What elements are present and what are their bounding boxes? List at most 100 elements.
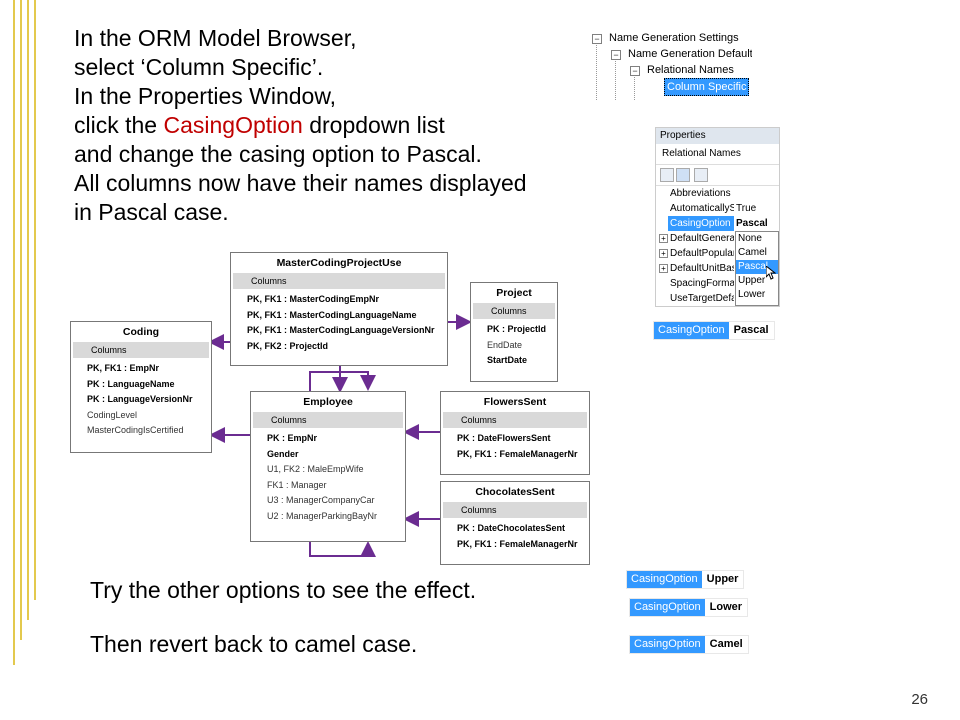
categorized-icon[interactable] xyxy=(660,168,674,182)
decor-line xyxy=(20,0,22,640)
property-pages-icon[interactable] xyxy=(694,168,708,182)
decor-line xyxy=(34,0,36,600)
entity-column: PK : LanguageVersionNr xyxy=(87,394,193,404)
property-value: True xyxy=(736,203,757,214)
alphabetical-icon[interactable] xyxy=(676,168,690,182)
page-number: 26 xyxy=(911,691,928,708)
instruction-fragment: click the xyxy=(74,112,164,138)
entity-title: Employee xyxy=(303,396,353,408)
columns-header: Columns xyxy=(443,412,587,428)
expand-icon[interactable]: + xyxy=(659,264,668,273)
property-value[interactable]: Pascal xyxy=(736,218,768,229)
casing-chip-camel: CasingOption Camel xyxy=(629,635,749,654)
instruction-line: and change the casing option to Pascal. xyxy=(74,141,482,167)
property-row[interactable]: UseTargetDefau xyxy=(656,291,779,306)
entity-coding: Coding Columns PK, FK1 : EmpNr PK : Lang… xyxy=(70,321,212,453)
chip-key: CasingOption xyxy=(630,636,705,653)
property-name: UseTargetDefau xyxy=(670,293,734,304)
entity-column: PK : DateFlowersSent xyxy=(457,433,551,443)
collapse-icon[interactable]: − xyxy=(630,66,640,76)
dropdown-option[interactable]: Lower xyxy=(738,289,766,300)
entity-title: FlowersSent xyxy=(483,396,547,408)
property-name: DefaultUnitBase xyxy=(670,263,734,274)
property-name: Abbreviations xyxy=(670,188,731,199)
entity-flowerssent: FlowersSent Columns PK : DateFlowersSent… xyxy=(440,391,590,475)
chip-key: CasingOption xyxy=(654,322,729,339)
property-name: DefaultPopular xyxy=(670,248,734,259)
entity-column: PK, FK1 : MasterCodingLanguageVersionNr xyxy=(247,325,435,335)
instruction-line: in Pascal case. xyxy=(74,199,229,225)
columns-header: Columns xyxy=(473,303,555,319)
entity-mastercodingprojectuse: MasterCodingProjectUse Columns PK, FK1 :… xyxy=(230,252,448,366)
tree-node-column-specific[interactable]: Column Specific xyxy=(664,78,750,96)
entity-column: Gender xyxy=(267,448,299,459)
instruction-line: select ‘Column Specific’. xyxy=(74,54,324,80)
chip-value: Lower xyxy=(709,601,743,613)
chip-key: CasingOption xyxy=(630,599,705,616)
entity-title: Project xyxy=(496,287,532,299)
entity-project: Project Columns PK : ProjectId EndDate S… xyxy=(470,282,558,382)
property-row[interactable]: +DefaultGeneral xyxy=(656,231,779,246)
expand-icon[interactable]: + xyxy=(659,234,668,243)
entity-column: FK1 : Manager xyxy=(267,479,327,490)
property-name: CasingOption xyxy=(668,216,734,231)
instruction-fragment: dropdown list xyxy=(302,112,445,138)
property-name: AutomaticallyS xyxy=(670,203,734,214)
instruction-line: In the ORM Model Browser, xyxy=(74,25,357,51)
dropdown-option[interactable]: Upper xyxy=(738,275,766,286)
properties-window: Properties Relational Names Abbreviation… xyxy=(655,127,780,307)
entity-column: CodingLevel xyxy=(87,409,138,420)
tree-node-relational-names[interactable]: Relational Names xyxy=(647,64,734,76)
columns-header: Columns xyxy=(253,412,403,428)
entity-chocolatessent: ChocolatesSent Columns PK : DateChocolat… xyxy=(440,481,590,565)
property-name: DefaultGeneral xyxy=(670,233,734,244)
chip-value: Camel xyxy=(709,638,743,650)
casing-chip-pascal: CasingOption Pascal xyxy=(653,321,775,340)
expand-icon[interactable]: + xyxy=(659,249,668,258)
chip-value: Pascal xyxy=(733,324,769,336)
property-row[interactable]: +DefaultPopular xyxy=(656,246,779,261)
chip-key: CasingOption xyxy=(627,571,702,588)
tip-text: Then revert back to camel case. xyxy=(90,631,418,657)
entity-column: EndDate xyxy=(487,339,523,350)
casing-dropdown-list[interactable]: None Camel Pascal Upper Lower xyxy=(735,231,779,306)
entity-column: U1, FK2 : MaleEmpWife xyxy=(267,464,364,474)
casing-chip-lower: CasingOption Lower xyxy=(629,598,749,617)
decor-line xyxy=(27,0,29,620)
entity-column: PK, FK1 : FemaleManagerNr xyxy=(457,448,578,459)
property-name: SpacingFormat xyxy=(670,278,734,289)
entity-column: PK, FK1 : FemaleManagerNr xyxy=(457,538,578,549)
dropdown-option[interactable]: Camel xyxy=(738,247,767,258)
property-row[interactable]: +DefaultUnitBase xyxy=(656,261,779,276)
tip-text: Try the other options to see the effect. xyxy=(90,577,477,603)
chip-value: Upper xyxy=(706,573,739,585)
entity-column: U3 : ManagerCompanyCar xyxy=(267,495,375,505)
orm-model-browser-tree: − Name Generation Settings − Name Genera… xyxy=(592,30,752,100)
entity-column: PK : DateChocolatesSent xyxy=(457,523,566,533)
instruction-text: In the ORM Model Browser, select ‘Column… xyxy=(74,24,527,227)
entity-column: U2 : ManagerParkingBayNr xyxy=(267,510,378,521)
property-row[interactable]: SpacingFormat xyxy=(656,276,779,291)
entity-column: PK, FK1 : MasterCodingLanguageName xyxy=(247,309,417,320)
columns-header: Columns xyxy=(73,342,209,358)
entity-title: ChocolatesSent xyxy=(475,486,555,498)
dropdown-option[interactable]: None xyxy=(738,233,762,244)
instruction-line: In the Properties Window, xyxy=(74,83,337,109)
columns-header: Columns xyxy=(233,273,445,289)
collapse-icon[interactable]: − xyxy=(592,34,602,44)
property-row[interactable]: Abbreviations xyxy=(656,186,779,201)
properties-toolbar xyxy=(656,165,779,186)
properties-subtitle: Relational Names xyxy=(656,144,779,165)
tree-node-name-generation-defaults[interactable]: Name Generation Defaults xyxy=(628,48,752,60)
entity-column: PK, FK2 : ProjectId xyxy=(247,340,329,351)
decor-line xyxy=(13,0,15,665)
entity-column: StartDate xyxy=(487,355,528,365)
properties-title: Properties xyxy=(656,128,779,144)
entity-column: PK : LanguageName xyxy=(87,378,175,389)
columns-header: Columns xyxy=(443,502,587,518)
collapse-icon[interactable]: − xyxy=(611,50,621,60)
entity-column: PK : EmpNr xyxy=(267,433,318,443)
tree-node-name-generation-settings[interactable]: Name Generation Settings xyxy=(609,32,739,44)
